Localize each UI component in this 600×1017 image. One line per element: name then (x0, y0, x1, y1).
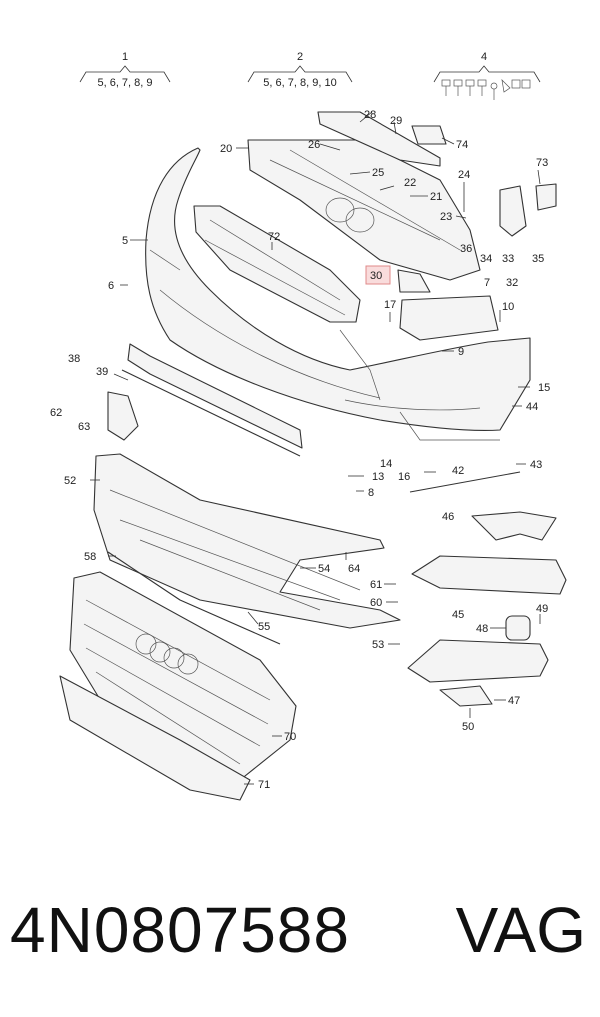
group-number: 2 (297, 51, 303, 63)
callout-36: 36 (460, 243, 472, 255)
part-30 (397, 269, 431, 293)
side-grille-45 (411, 555, 567, 595)
callout-6: 6 (108, 280, 114, 292)
highlight-callout-30 (365, 265, 391, 285)
callout-48: 48 (476, 623, 488, 635)
fastener-icons (441, 78, 531, 100)
callout-47: 47 (508, 695, 520, 707)
spoiler-strip-58 (107, 551, 281, 645)
callout-49: 49 (536, 603, 548, 615)
callout-8: 8 (368, 487, 374, 499)
group-number: 4 (481, 51, 487, 63)
callout-60: 60 (370, 597, 382, 609)
bracket-assembly-32 (499, 183, 557, 237)
callout-64: 64 (348, 563, 360, 575)
callout-26: 26 (308, 139, 320, 151)
fog-lamp-48 (505, 615, 531, 641)
callout-46: 46 (442, 511, 454, 523)
callout-30: 30 (370, 270, 382, 282)
callout-33: 33 (502, 253, 514, 265)
callout-24: 24 (458, 169, 470, 181)
callout-23: 23 (440, 211, 452, 223)
callout-43: 43 (530, 459, 542, 471)
callout-5: 5 (122, 235, 128, 247)
main-grille-70 (69, 571, 297, 781)
shield-46 (471, 511, 557, 541)
bumper-cover (145, 147, 531, 441)
callout-54: 54 (318, 563, 330, 575)
group-subparts: 5, 6, 7, 8, 9, 10 (263, 77, 336, 89)
callout-7: 7 (484, 277, 490, 289)
group-header-2: 2 5, 6, 7, 8, 9, 10 (247, 51, 353, 89)
callout-72: 72 (268, 231, 280, 243)
strip-42 (409, 471, 521, 493)
callout-63: 63 (78, 421, 90, 433)
bracket-74 (411, 125, 447, 145)
callout-58: 58 (84, 551, 96, 563)
callout-62: 62 (50, 407, 62, 419)
exploded-parts-diagram: 1 5, 6, 7, 8, 9 2 5, 6, 7, 8, 9, 10 4 (50, 51, 567, 801)
brand-text: VAG (455, 894, 586, 966)
callout-20: 20 (220, 143, 232, 155)
group-header-4: 4 (433, 51, 541, 100)
leader-lines (90, 111, 541, 785)
callout-9: 9 (458, 346, 464, 358)
group-header-1: 1 5, 6, 7, 8, 9 (79, 51, 171, 89)
bracket-7 (399, 295, 499, 341)
trim-strip-39 (127, 343, 303, 449)
callout-14: 14 (380, 458, 392, 470)
callout-61: 61 (370, 579, 382, 591)
callout-17: 17 (384, 299, 396, 311)
callout-52: 52 (64, 475, 76, 487)
callout-32: 32 (506, 277, 518, 289)
callout-16: 16 (398, 471, 410, 483)
callout-21: 21 (430, 191, 442, 203)
callout-38: 38 (68, 353, 80, 365)
callout-13: 13 (372, 471, 384, 483)
callout-22: 22 (404, 177, 416, 189)
trim-strip-38 (121, 369, 301, 457)
grille-insert-72 (193, 205, 361, 323)
part-number-text: 4N0807588 (10, 894, 350, 966)
callout-45: 45 (452, 609, 464, 621)
bracket-50 (439, 685, 493, 707)
callout-39: 39 (96, 366, 108, 378)
callout-29: 29 (390, 115, 402, 127)
bracket-28 (317, 111, 441, 167)
bracket-62 (107, 391, 139, 441)
callout-10: 10 (502, 301, 514, 313)
callout-74: 74 (456, 139, 468, 151)
callout-70: 70 (284, 731, 296, 743)
callout-53: 53 (372, 639, 384, 651)
callout-50: 50 (462, 721, 474, 733)
bottom-trim-71 (59, 675, 251, 801)
callout-35: 35 (532, 253, 544, 265)
callout-71: 71 (258, 779, 270, 791)
side-trim-47 (407, 639, 549, 683)
callout-55: 55 (258, 621, 270, 633)
lower-grille-52 (93, 453, 401, 629)
callout-42: 42 (452, 465, 464, 477)
group-number: 1 (122, 51, 128, 63)
callout-15: 15 (538, 382, 550, 394)
callout-34: 34 (480, 253, 492, 265)
callout-44: 44 (526, 401, 538, 413)
callout-73: 73 (536, 157, 548, 169)
callout-labels: 28 29 74 20 26 25 22 21 24 73 23 36 34 3… (50, 109, 550, 791)
group-subparts: 5, 6, 7, 8, 9 (97, 77, 152, 89)
callout-25: 25 (372, 167, 384, 179)
callout-28: 28 (364, 109, 376, 121)
